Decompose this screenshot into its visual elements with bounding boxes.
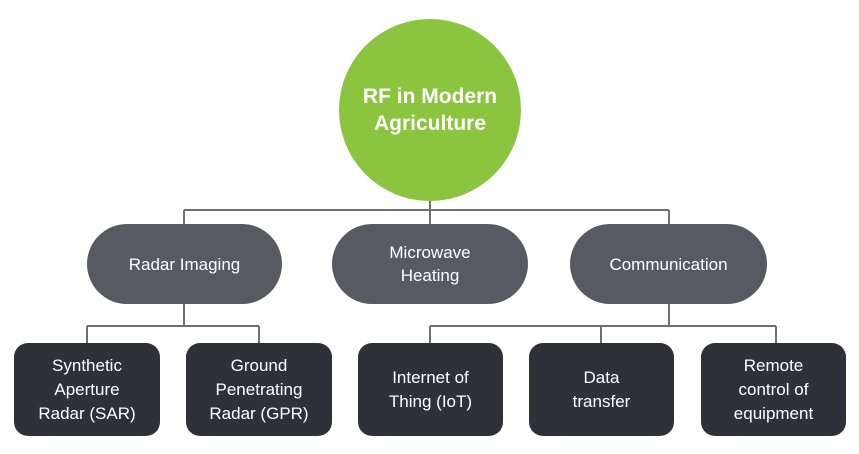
leaf-label: Data transfer <box>572 367 631 411</box>
root-node: RF in Modern Agriculture <box>339 19 521 201</box>
category-label: Radar Imaging <box>128 254 241 274</box>
category-radar-imaging: Radar Imaging <box>87 224 282 304</box>
category-label: Microwave Heating <box>389 243 471 285</box>
leaf-synthetic-aperture-radar: Synthetic Aperture Radar (SAR) <box>14 343 160 436</box>
leaf-label: Synthetic Aperture Radar (SAR) <box>38 355 136 423</box>
root-label: RF in Modern Agriculture <box>362 85 498 135</box>
leaf-label: Internet of Thing (IoT) <box>388 367 473 411</box>
category-label: Communication <box>609 254 728 274</box>
leaf-remote-control: Remote control of equipment <box>701 343 846 436</box>
leaf-data-transfer: Data transfer <box>529 343 674 436</box>
leaf-label: Remote control of equipment <box>733 355 814 423</box>
category-communication: Communication <box>570 224 767 304</box>
leaf-internet-of-things: Internet of Thing (IoT) <box>358 343 503 436</box>
leaf-label: Ground Penetrating Radar (GPR) <box>209 355 309 423</box>
category-microwave-heating: Microwave Heating <box>332 224 528 304</box>
leaf-ground-penetrating-radar: Ground Penetrating Radar (GPR) <box>186 343 332 436</box>
